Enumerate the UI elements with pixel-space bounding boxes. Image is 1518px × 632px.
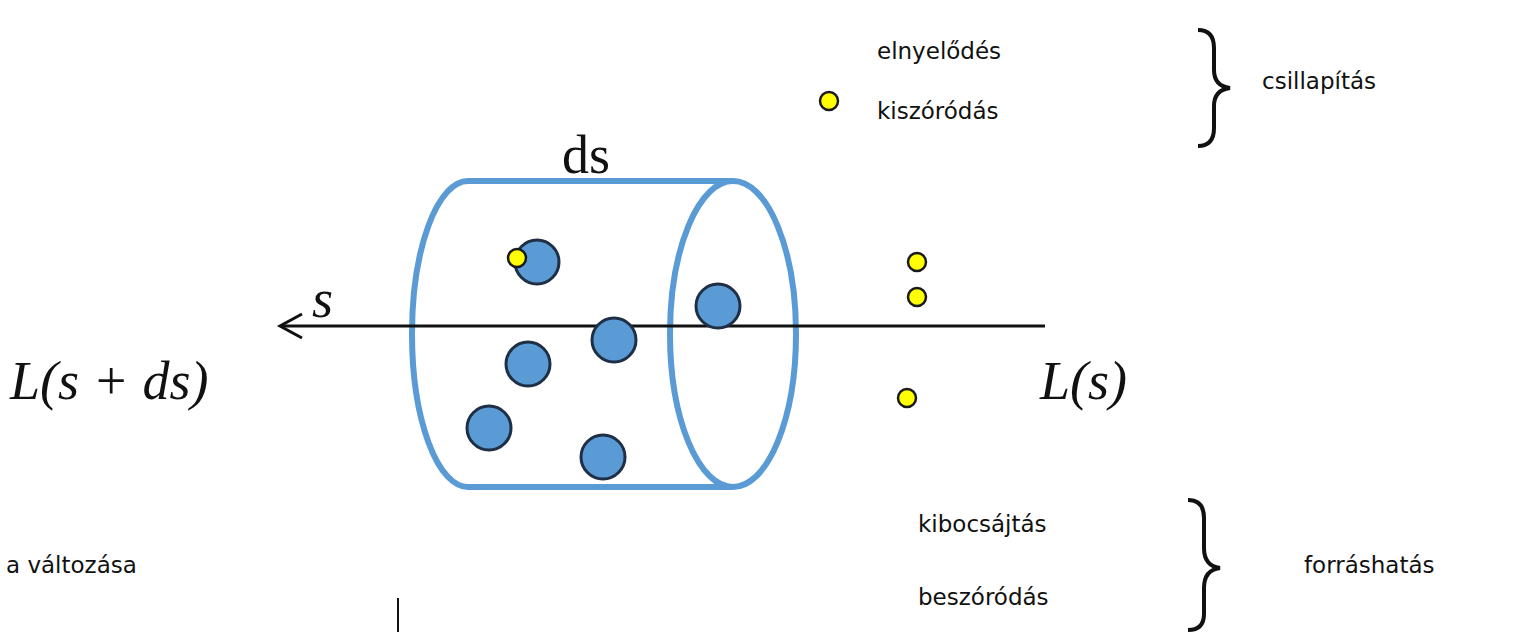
particle (696, 284, 740, 328)
axis-arrowhead (280, 314, 302, 338)
cylinder-right-end (670, 181, 796, 487)
leader-tick (397, 598, 399, 632)
axis-label: s (312, 268, 333, 330)
source-brace (1188, 500, 1220, 630)
particle (506, 342, 550, 386)
process-label: kibocsájtás (918, 511, 1047, 537)
photon (508, 249, 526, 267)
attenuation-brace (1198, 30, 1230, 146)
radiance-label: L(s + ds) (10, 350, 208, 412)
group-label: csillapítás (1262, 68, 1376, 94)
particle (467, 406, 511, 450)
process-label: beszóródás (918, 584, 1049, 610)
braces (398, 30, 1230, 632)
cylinder-bottom (468, 484, 733, 490)
path-axis (282, 325, 1045, 328)
photons (508, 92, 926, 407)
group-label: forráshatás (1304, 552, 1435, 578)
photon (898, 389, 916, 407)
process-label: kiszóródás (877, 98, 999, 124)
photon (908, 253, 926, 271)
radiance-label: L(s) (1040, 350, 1127, 412)
volume-cylinder (412, 181, 796, 487)
cylinder-left-end (412, 181, 468, 487)
photon (820, 92, 838, 110)
length-label: ds (562, 124, 610, 186)
photon (908, 288, 926, 306)
note-label: a változása (6, 552, 137, 578)
process-label: elnyelődés (877, 38, 1001, 64)
medium-particles (467, 240, 740, 479)
particle (581, 435, 625, 479)
particle (592, 318, 636, 362)
